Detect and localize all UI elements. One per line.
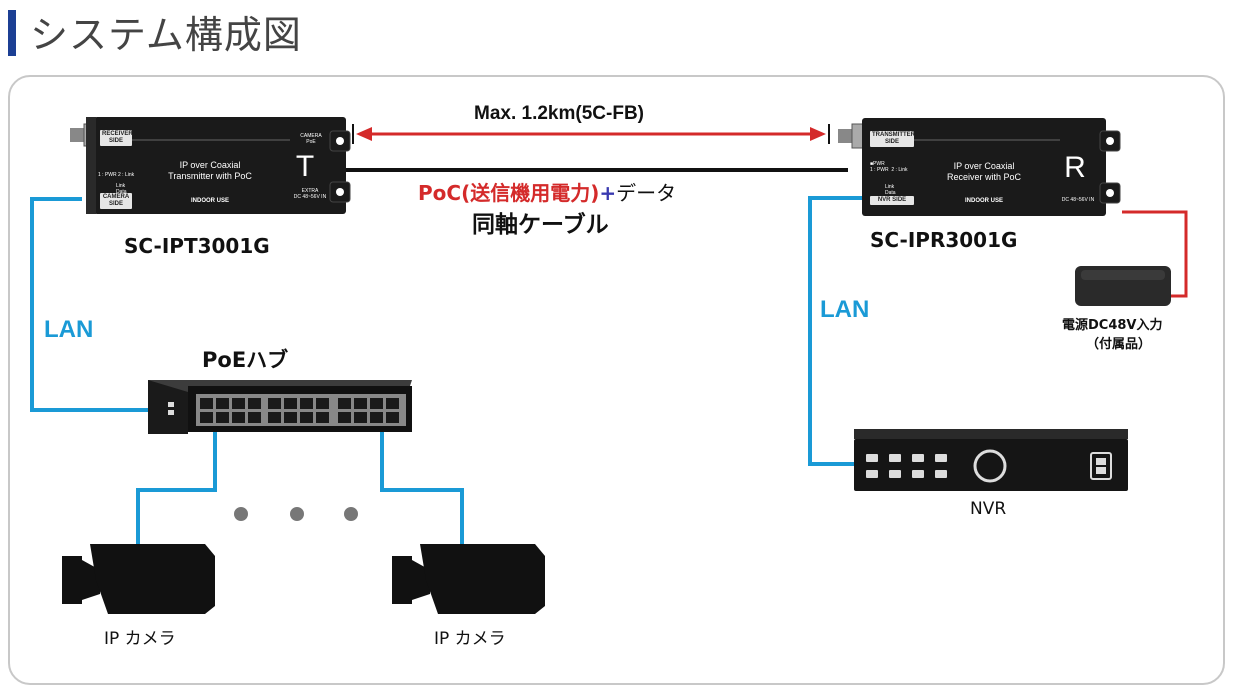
hub-port	[386, 398, 399, 409]
hub-port	[338, 412, 351, 423]
hub-port	[200, 412, 213, 423]
tx-link-data: Link Data	[116, 183, 127, 195]
rx-letter: R	[1064, 151, 1086, 184]
power-adapter	[1075, 266, 1171, 306]
nvr-device	[854, 429, 1128, 491]
tx-extra-dc: EXTRA DC 48~56V IN	[293, 188, 327, 200]
lan-line-hub-to-camera2	[380, 432, 464, 548]
tx-indoor-use: INDOOR USE	[190, 198, 229, 204]
distance-label: Max. 1.2km(5C-FB)	[474, 103, 644, 124]
transmitter-device	[70, 117, 351, 214]
lan-line-tx-to-hub	[30, 197, 150, 412]
tx-receiver-side-tag: RECEIVER SIDE	[100, 130, 133, 146]
rx-led-legend: ■PWR 1 : PWR 2 : Link	[870, 161, 908, 173]
power-label-line2: （付属品）	[1086, 337, 1152, 352]
rx-indoor-use: INDOOR USE	[964, 198, 1003, 204]
hub-port	[232, 398, 245, 409]
title-accent-bar	[8, 10, 16, 56]
camera-2-label: IP カメラ	[434, 629, 506, 649]
rx-transmitter-side-tag: TRANSMITTER SIDE	[870, 131, 915, 147]
cable-signal-label: PoC(送信機用電力)+データ	[418, 177, 676, 206]
camera-1-label: IP カメラ	[104, 629, 176, 649]
tx-camera-side-tag: CAMERA SIDE	[100, 193, 132, 209]
ellipsis-dot	[344, 507, 358, 521]
ellipsis-dot	[290, 507, 304, 521]
hub-port	[386, 412, 399, 423]
power-label-line1: 電源DC48V入力	[1062, 318, 1163, 333]
hub-port	[370, 398, 383, 409]
hub-port	[216, 412, 229, 423]
hub-port	[316, 398, 329, 409]
rx-link-data: Link Data	[885, 184, 896, 196]
rx-line1: IP over Coaxial	[953, 161, 1015, 171]
hub-port	[300, 398, 313, 409]
lan-line-hub-to-camera1	[136, 432, 217, 548]
hub-port	[338, 398, 351, 409]
tx-line1: IP over Coaxial	[179, 160, 241, 170]
hub-port	[248, 412, 261, 423]
hub-port	[268, 398, 281, 409]
camera-2-icon	[392, 544, 545, 614]
lan-label-right: LAN	[820, 296, 870, 323]
transmitter-model-label: SC-IPT3001G	[124, 234, 270, 258]
hub-port	[284, 398, 297, 409]
hub-port	[316, 412, 329, 423]
camera-1-icon	[62, 544, 215, 614]
hub-port	[216, 398, 229, 409]
receiver-device	[838, 118, 1121, 216]
page-title: システム構成図	[30, 13, 302, 57]
hub-port	[300, 412, 313, 423]
tx-led-legend: 1 : PWR 2 : Link	[98, 172, 135, 178]
hub-port	[284, 412, 297, 423]
ellipsis-dot	[234, 507, 248, 521]
rx-nvr-side-tag: NVR SIDE	[870, 196, 914, 205]
rx-line2: Receiver with PoC	[946, 172, 1022, 182]
poc-label: PoC(送信機用電力)	[418, 181, 600, 205]
hub-port	[248, 398, 261, 409]
hub-port	[370, 412, 383, 423]
plus-sign: +	[599, 181, 617, 205]
hub-port	[232, 412, 245, 423]
lan-label-left: LAN	[44, 316, 94, 343]
tx-letter: T	[295, 150, 315, 183]
poe-hub-label: PoEハブ	[202, 348, 289, 372]
distance-arrow	[352, 124, 830, 144]
hub-port	[268, 412, 281, 423]
hub-port	[200, 398, 213, 409]
hub-port	[354, 412, 367, 423]
power-cable-line	[1122, 210, 1188, 298]
hub-ports	[200, 398, 399, 423]
lan-line-rx-to-nvr	[808, 196, 862, 466]
tx-line2: Transmitter with PoC	[168, 171, 252, 181]
hub-port	[354, 398, 367, 409]
coax-cable-label: 同軸ケーブル	[472, 212, 609, 238]
data-label: データ	[616, 181, 677, 205]
receiver-model-label: SC-IPR3001G	[870, 228, 1018, 252]
tx-camera-poe: CAMERA PoE	[300, 133, 322, 145]
rx-dc-in: DC 48~56V IN	[1061, 197, 1095, 203]
nvr-label: NVR	[970, 499, 1007, 519]
